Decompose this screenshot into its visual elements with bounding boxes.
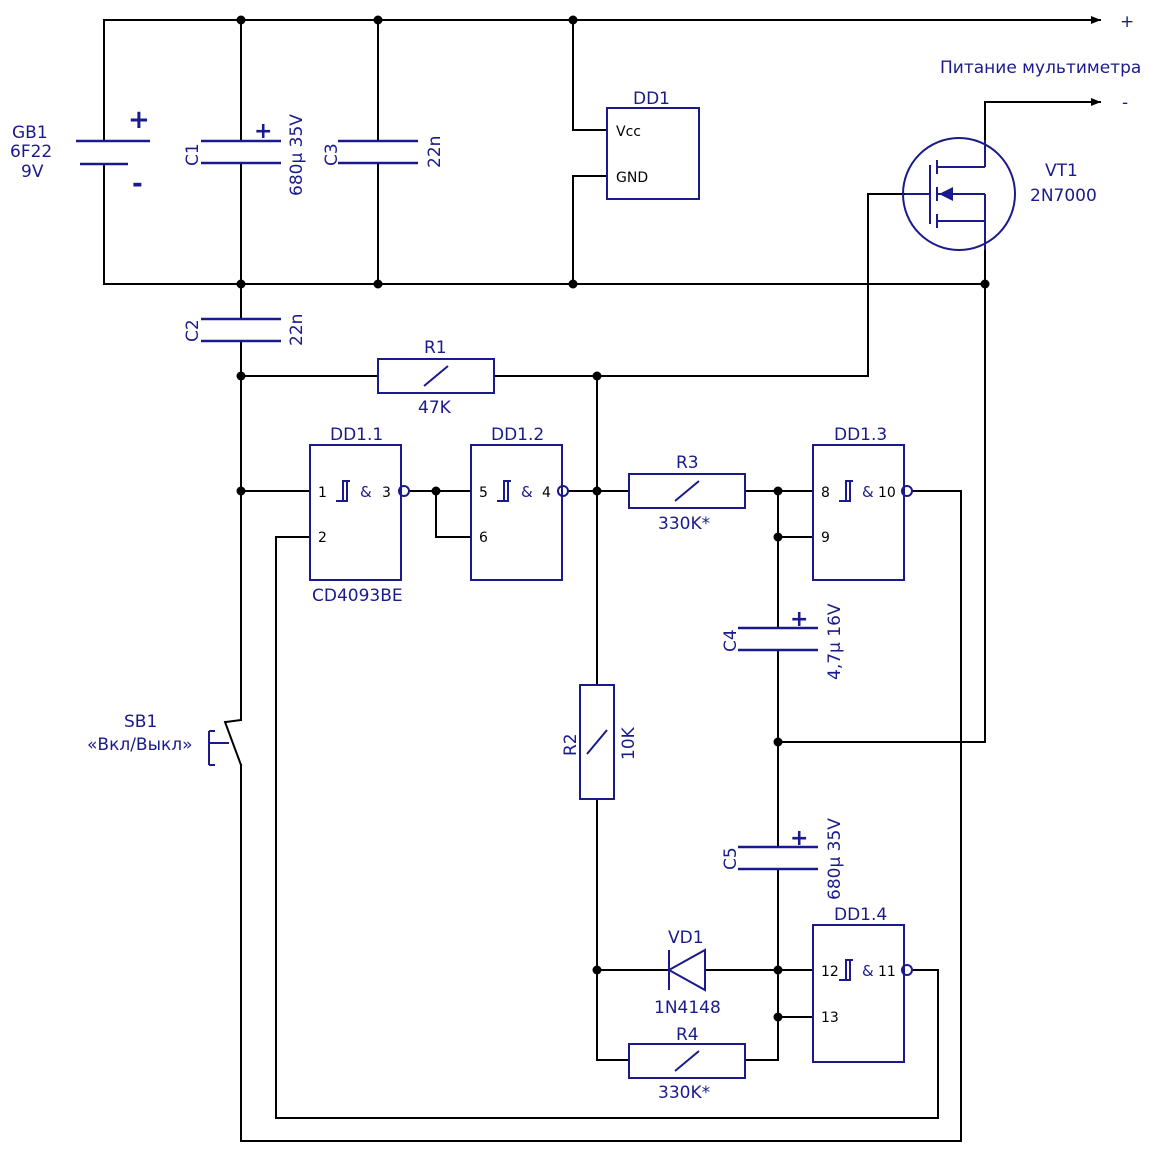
gate4-and-symbol: & (862, 962, 874, 980)
r2-value: 10K (619, 726, 639, 760)
gate-dd1-1: & 1 2 3 DD1.1 CD4093BE (309, 425, 410, 606)
resistor-r1: R1 47K (377, 338, 495, 418)
gate1-pin-in2: 2 (318, 530, 327, 546)
mosfet-vt1: VT1 2N7000 (902, 137, 1097, 251)
sb1-label: «Вкл/Выкл» (87, 735, 193, 755)
gate1-part: CD4093BE (312, 586, 403, 606)
switch-sb1: SB1 «Вкл/Выкл» (87, 712, 243, 767)
c2-value: 22n (287, 314, 307, 346)
dd1-vcc-label: Vcc (616, 124, 641, 140)
battery-type: 6F22 (10, 142, 52, 162)
junction-dots (236, 15, 990, 1022)
resistor-r2: R2 10K (561, 684, 639, 800)
gate1-ref: DD1.1 (330, 425, 383, 445)
capacitor-c3: C3 22n (322, 136, 445, 168)
r3-value: 330K* (658, 514, 710, 534)
capacitor-c4: + C4 4,7µ 16V (721, 603, 845, 680)
c5-plus-sign: + (790, 826, 808, 851)
gate3-pin-in1: 8 (821, 485, 830, 501)
c4-ref: C4 (721, 629, 741, 652)
battery-voltage: 9V (21, 162, 44, 182)
r2-ref: R2 (561, 733, 581, 756)
r4-ref: R4 (676, 1025, 699, 1045)
c1-plus-sign: + (254, 119, 272, 144)
c5-value: 680µ 35V (825, 818, 845, 900)
gate4-pin-in1: 12 (821, 964, 839, 980)
wires (103, 16, 1101, 1142)
output-power: Питание мультиметра + - (940, 12, 1141, 113)
resistor-r4: R4 330K* (628, 1025, 746, 1103)
c3-ref: C3 (322, 143, 342, 166)
dd1-power-block: DD1 Vcc GND (606, 89, 700, 200)
r1-ref: R1 (424, 338, 447, 358)
dd1-ref: DD1 (633, 89, 670, 109)
c4-plus-sign: + (790, 607, 808, 632)
gate3-and-symbol: & (862, 483, 874, 501)
r1-value: 47K (418, 398, 452, 418)
gate1-and-symbol: & (360, 483, 372, 501)
capacitor-c5: + C5 680µ 35V (721, 818, 845, 900)
r3-ref: R3 (676, 453, 699, 473)
resistor-r3: R3 330K* (628, 453, 746, 534)
r4-value: 330K* (658, 1083, 710, 1103)
sb1-ref: SB1 (124, 712, 157, 732)
gate2-pin-in1: 5 (479, 485, 488, 501)
battery-gb1: + - GB1 6F22 9V (10, 105, 150, 199)
c1-ref: C1 (183, 143, 203, 166)
vd1-ref: VD1 (668, 928, 704, 948)
dd1-gnd-label: GND (616, 170, 648, 186)
gate-dd1-3: & 8 9 10 DD1.3 (812, 425, 913, 581)
gate4-pin-in2: 13 (821, 1010, 839, 1026)
capacitor-c2: C2 22n (183, 314, 307, 346)
c3-value: 22n (425, 136, 445, 168)
vt1-type: 2N7000 (1030, 186, 1097, 206)
gate1-pin-out: 3 (382, 485, 391, 501)
gate2-pin-out: 4 (542, 485, 551, 501)
vd1-type: 1N4148 (654, 998, 721, 1018)
gate4-ref: DD1.4 (834, 905, 887, 925)
output-plus-sign: + (1120, 12, 1134, 32)
diode-vd1: VD1 1N4148 (654, 928, 721, 1018)
c5-ref: C5 (721, 847, 741, 870)
gate2-ref: DD1.2 (491, 425, 544, 445)
vt1-ref: VT1 (1045, 161, 1078, 181)
gate3-pin-out: 10 (878, 485, 896, 501)
output-title: Питание мультиметра (940, 58, 1141, 78)
battery-plus-sign: + (128, 105, 150, 135)
c1-value: 680µ 35V (287, 114, 307, 196)
gate-dd1-4: & 12 13 11 DD1.4 (812, 905, 913, 1063)
gate1-pin-in1: 1 (318, 485, 327, 501)
battery-ref: GB1 (12, 123, 48, 143)
capacitor-c1: + C1 680µ 35V (183, 114, 307, 196)
output-minus-sign: - (1122, 93, 1128, 113)
gate2-pin-in2: 6 (479, 530, 488, 546)
gate3-pin-in2: 9 (821, 530, 830, 546)
c2-ref: C2 (183, 319, 203, 342)
gate4-pin-out: 11 (878, 964, 896, 980)
gate2-and-symbol: & (521, 483, 533, 501)
battery-minus-sign: - (132, 169, 143, 199)
c4-value: 4,7µ 16V (825, 603, 845, 680)
gate-dd1-2: & 5 6 4 DD1.2 (470, 425, 569, 581)
gate3-ref: DD1.3 (834, 425, 887, 445)
